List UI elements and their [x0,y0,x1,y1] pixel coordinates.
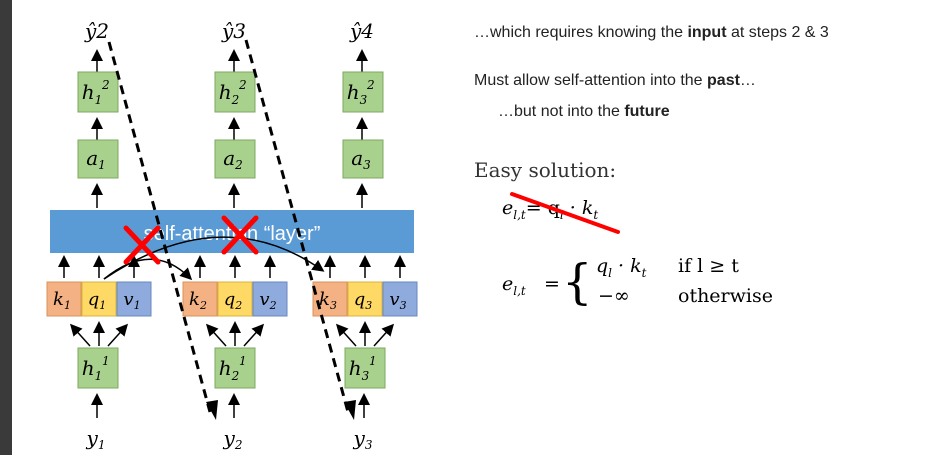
svg-text:el,t: el,t [502,273,526,298]
arrows-h2-to-output [91,49,368,72]
text-line-not-future: …but not into the future [498,103,670,120]
a-box-3 [342,139,384,179]
svg-text:y3: y3 [353,426,373,452]
arrows-h1-to-kqv [69,321,395,347]
svg-text:1: 1 [369,354,377,368]
hidden2-row: h1 2 h2 2 h3 2 [77,71,384,113]
red-cross-2 [221,215,259,255]
svg-text:a1: a1 [86,146,106,172]
a-row: a1 a2 a3 [77,139,384,179]
v3-box [382,281,418,317]
svg-text:a3: a3 [351,146,371,172]
easy-solution-heading: Easy solution: [474,158,617,182]
svg-text:h3: h3 [347,80,368,107]
svg-text:h2: h2 [219,356,240,383]
svg-text:2: 2 [366,78,375,92]
h2-box-1 [77,71,119,113]
h1-box-1 [77,347,119,389]
self-attention-layer-label: self-attention “layer” [144,223,321,245]
a-box-2 [214,139,256,179]
svg-text:=: = [544,273,560,295]
svg-text:k3: k3 [319,289,337,312]
arrows-layer-to-a [91,183,368,208]
svg-text:2: 2 [101,78,110,92]
svg-text:h2: h2 [219,80,240,107]
k2-box [182,281,218,317]
svg-text:−∞: −∞ [598,285,630,307]
dashed-future-arrows [107,39,350,413]
slide: ŷ2 ŷ3 ŷ4 h1 2 h2 2 h3 2 [12,0,932,455]
svg-text:h1: h1 [82,356,103,383]
svg-text:a2: a2 [223,146,243,172]
k3-box [312,281,348,317]
output-y4: ŷ4 [349,19,374,43]
svg-text:otherwise: otherwise [678,285,773,307]
dashed-arrowhead-1 [206,400,218,420]
input-labels: y1 y2 y3 [86,426,373,452]
strike-through-line [510,192,620,234]
v2-box [252,281,288,317]
arrows-input-to-h1 [91,393,370,418]
q3-box [347,281,383,317]
svg-text:ql · kt: ql · kt [596,255,647,280]
svg-text:k1: k1 [53,289,71,312]
svg-text:k2: k2 [189,289,207,312]
text-line-allow-past: Must allow self-attention into the past… [474,72,756,89]
red-cross-1 [123,225,161,265]
svg-text:y2: y2 [223,426,243,452]
h2-box-2 [214,71,256,113]
svg-text:h3: h3 [349,356,370,383]
svg-text:q1: q1 [88,289,107,312]
output-labels: ŷ2 ŷ3 ŷ4 [84,19,374,43]
attention-curves [103,236,325,281]
text-line-input-requirement: …which requires knowing the input at ste… [474,24,829,41]
svg-text:q3: q3 [354,289,373,312]
svg-text:v1: v1 [123,289,140,312]
q1-box [81,281,117,317]
output-y2: ŷ2 [84,19,109,43]
q2-box [217,281,253,317]
h1-box-3 [344,347,386,389]
h2-box-3 [342,71,384,113]
svg-text:{: { [562,254,593,310]
arrows-kqv-to-layer [58,255,406,278]
svg-text:v3: v3 [389,289,406,312]
output-y3: ŷ3 [221,19,246,43]
k1-box [46,281,82,317]
svg-text:h1: h1 [82,80,103,107]
svg-text:y1: y1 [86,426,106,452]
arrows-a-to-h2 [91,117,368,140]
svg-text:1: 1 [239,354,247,368]
svg-text:v2: v2 [259,289,276,312]
h1-box-2 [214,347,256,389]
svg-text:if l ≥ t: if l ≥ t [678,255,739,277]
v1-box [116,281,152,317]
svg-text:q2: q2 [224,289,243,312]
dashed-arrowhead-2 [344,400,356,420]
a-box-1 [77,139,119,179]
kqv-row: k1 q1 v1 k2 q2 v2 k3 q3 v3 [46,281,418,317]
svg-text:2: 2 [238,78,247,92]
formula-masked: el,t = { ql · kt if l ≥ t −∞ otherwise [502,254,773,310]
self-attention-diagram: ŷ2 ŷ3 ŷ4 h1 2 h2 2 h3 2 [46,19,773,452]
svg-text:1: 1 [102,354,110,368]
hidden1-row: h1 1 h2 1 h3 1 [77,347,386,389]
